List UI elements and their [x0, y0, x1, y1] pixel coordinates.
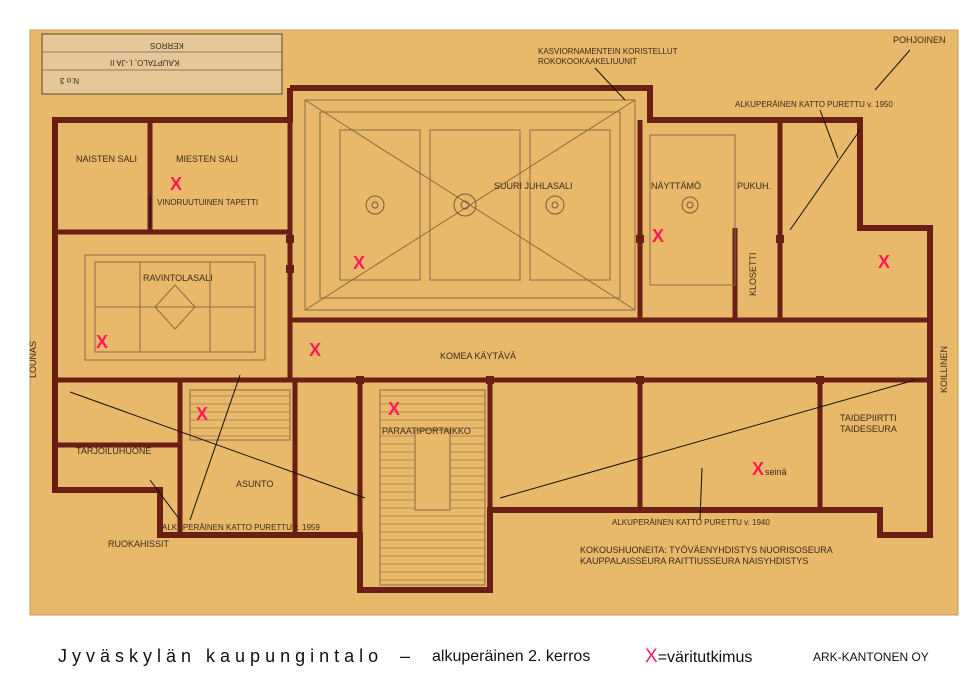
compass-label: POHJOINEN	[893, 35, 946, 45]
caption-title: Jyväskylän kaupungintalo	[58, 646, 384, 666]
room-asunto: ASUNTO	[236, 479, 274, 489]
annotation-katto-1959: ALKUPERÄINEN KATTO PURETTU v. 1959	[162, 523, 320, 532]
columns	[286, 235, 824, 384]
restaurant-ceiling-pattern	[84, 254, 266, 361]
legend: X=väritutkimus	[645, 646, 752, 668]
stamp-line-2: KAUPTALO, I.-JA II	[110, 58, 180, 67]
room-paraatiportaikko: PARAATIPORTAIKKO	[382, 426, 471, 436]
room-taideseura: TAIDESEURA	[840, 424, 897, 434]
stamp-line-1: KERROS	[150, 41, 184, 50]
main-staircase	[379, 389, 486, 586]
annotation-leader-lines	[69, 49, 916, 521]
annotation-kokoushuoneita-1: KOKOUSHUONEITA: TYÖVÄENYHDISTYS NUORISOS…	[580, 545, 833, 555]
room-komea-kaytava: KOMEA KÄYTÄVÄ	[440, 351, 517, 361]
caption-bar: Jyväskylän kaupungintalo – alkuperäinen …	[0, 640, 960, 680]
hall-ceiling-pattern	[304, 99, 636, 311]
floor-plan: KERROS KAUPTALO, I.-JA II N:o 3 KASVIORN…	[28, 29, 959, 616]
colour-study-marker: X	[96, 332, 109, 352]
small-staircase	[189, 389, 291, 441]
colour-study-marker: X	[652, 226, 665, 246]
colour-study-marker: X	[353, 253, 366, 273]
room-taidepiirtti: TAIDEPIIRTTI	[840, 413, 897, 423]
side-east-label: KOILLINEN	[939, 345, 949, 393]
colour-study-marker: X	[388, 399, 401, 419]
annotation-kokoushuoneita-2: KAUPPALAISSEURA RAITTIUSSEURA NAISYHDIST…	[580, 556, 809, 566]
annotation-kasvio-1: KASVIORNAMENTEIN KORISTELLUT	[538, 47, 678, 56]
room-ruokahissit: RUOKAHISSIT	[108, 539, 170, 549]
annotation-kasvio-2: ROKOKOOKAAKELIUUNIT	[538, 57, 638, 66]
marker-symbol: X	[752, 459, 765, 479]
colour-study-marker-seina: Xseinä	[752, 460, 787, 481]
ceiling-rosettes	[365, 193, 699, 217]
caption-subtitle: alkuperäinen 2. kerros	[432, 648, 591, 665]
legend-text: =väritutkimus	[657, 649, 753, 666]
annotation-vinoruutuinen: VINORUUTUINEN TAPETTI	[157, 198, 259, 207]
colour-study-marker: X	[196, 404, 209, 424]
room-naisten-sali: NAISTEN SALI	[76, 154, 138, 164]
legend-marker: X	[645, 646, 658, 667]
room-miesten-sali: MIESTEN SALI	[176, 154, 239, 164]
credit: ARK-KANTONEN OY	[813, 650, 929, 664]
annotation-katto-1950: ALKUPERÄINEN KATTO PURETTU v. 1950	[735, 100, 893, 109]
room-ravintolasali: RAVINTOLASALI	[143, 273, 213, 283]
side-west-label: LOUNAS	[28, 340, 38, 378]
marker-note-seina: seinä	[765, 467, 787, 477]
stamp	[41, 33, 283, 95]
colour-study-marker: X	[878, 252, 891, 272]
floor-plan-drawing	[29, 29, 959, 616]
interior-walls	[55, 120, 930, 535]
colour-study-marker: X	[309, 340, 322, 360]
stage-area	[649, 134, 736, 286]
room-suuri-juhlasali: SUURI JUHLASALI	[494, 181, 573, 191]
room-nayttamo: NÄYTTÄMÖ	[651, 181, 702, 191]
room-klosetti: KLOSETTI	[748, 252, 758, 296]
colour-study-marker: X	[170, 174, 183, 194]
room-pukuh: PUKUH.	[737, 181, 772, 191]
stamp-line-3: N:o 3	[60, 76, 80, 85]
room-tarjoiluhuone: TARJOILUHUONE	[76, 446, 152, 456]
annotation-katto-1940: ALKUPERÄINEN KATTO PURETTU v. 1940	[612, 518, 770, 527]
caption-dash: –	[400, 646, 411, 666]
